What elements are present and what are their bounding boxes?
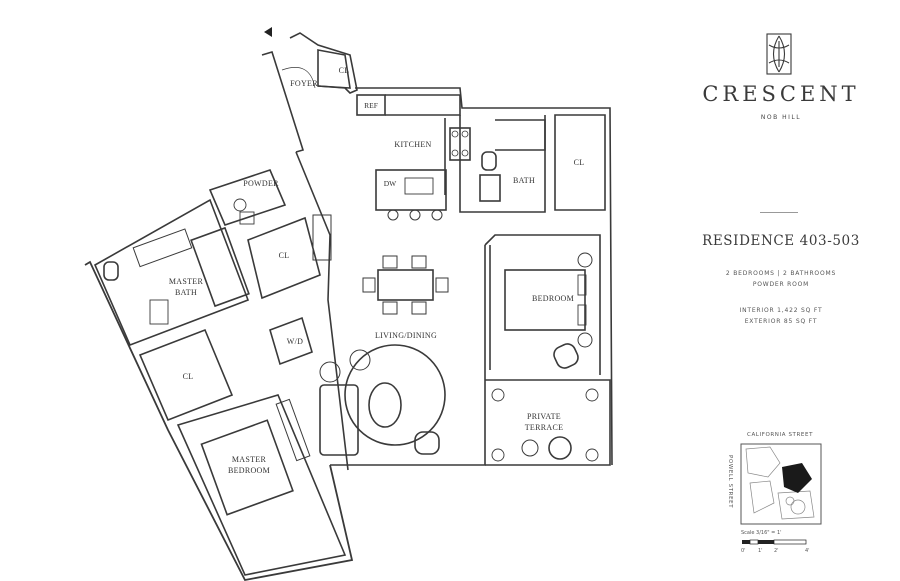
master-closet <box>138 328 234 422</box>
armchair <box>414 431 440 455</box>
label-cl-bath: CL <box>574 158 585 167</box>
powder-room <box>208 169 287 226</box>
dining-table <box>377 269 434 301</box>
label-ref: REF <box>364 101 378 110</box>
kitchen-counter-top <box>385 94 461 116</box>
label-kitchen: KITCHEN <box>394 140 431 149</box>
brand-name: CRESCENT <box>702 82 860 106</box>
foyer-door <box>281 67 316 89</box>
label-dw: DW <box>384 179 397 188</box>
interior-wall-diagonal <box>295 151 349 471</box>
terrace-table <box>548 436 572 460</box>
label-master-bath-1: MASTER <box>169 277 204 286</box>
scale-label: Scale 3/16" = 1' <box>741 530 782 536</box>
label-master-bedroom-2: BEDROOM <box>228 466 270 475</box>
scale-bar <box>742 539 807 545</box>
kitchen-wall-top <box>355 87 613 466</box>
bedroom-wall <box>484 234 601 375</box>
label-foyer: FOYER <box>290 79 318 88</box>
label-living-dining: LIVING/DINING <box>375 331 437 340</box>
tub <box>190 226 250 308</box>
bath-wall <box>459 115 546 213</box>
bedroom-chair <box>553 343 579 369</box>
label-powder: POWDER <box>243 179 279 188</box>
residence-interior: INTERIOR 1,422 SQ FT <box>739 307 823 314</box>
unit-highlight <box>782 463 812 493</box>
exterior-wall <box>84 260 354 581</box>
scale-tick-1: 1' <box>758 548 763 554</box>
entry-arrow <box>264 27 272 37</box>
label-master-bath-2: BATH <box>175 288 197 297</box>
toilet-bath <box>481 151 497 171</box>
scale-tick-0: 0' <box>741 548 746 554</box>
sofa <box>319 384 359 456</box>
scale-tick-4: 4' <box>805 548 810 554</box>
label-cl-master: CL <box>183 372 194 381</box>
bed <box>504 269 586 331</box>
divider <box>760 212 798 213</box>
floor-plan: FOYER CL REF KITCHEN DW POWDER BATH CL M… <box>84 27 613 581</box>
bath-shower <box>495 119 546 151</box>
scale-tick-2: 2' <box>774 548 779 554</box>
label-bedroom: BEDROOM <box>532 294 574 303</box>
coffee-table <box>368 382 402 428</box>
label-terrace-1: PRIVATE <box>527 412 561 421</box>
bath-vanity <box>479 174 501 202</box>
area-rug <box>344 344 446 446</box>
residence-exterior: EXTERIOR 85 SQ FT <box>744 318 818 325</box>
foyer-wall <box>289 32 358 94</box>
kitchen-island <box>375 169 447 211</box>
label-master-bedroom-1: MASTER <box>232 455 267 464</box>
residence-rooms: 2 BEDROOMS | 2 BATHROOMS <box>725 270 837 277</box>
crescent-logo-icon <box>766 33 792 75</box>
terrace-wall <box>485 379 611 466</box>
foyer-closet <box>317 49 351 89</box>
street-california: CALIFORNIA STREET <box>747 432 814 438</box>
residence-title: RESIDENCE 403-503 <box>702 233 860 249</box>
master-bath-wall <box>93 198 250 347</box>
living-right-wall <box>330 245 486 466</box>
residence-powder: POWDER ROOM <box>752 281 810 288</box>
label-bath: BATH <box>513 176 535 185</box>
location-map <box>740 443 822 525</box>
master-bedroom-wall <box>176 394 347 576</box>
label-cl-mid: CL <box>279 251 290 260</box>
brand-subtitle: NOB HILL <box>760 114 802 121</box>
toilet-master <box>103 261 119 281</box>
bath-closet <box>554 114 606 211</box>
label-cl-foyer: CL <box>339 66 350 75</box>
street-powell: POWELL STREET <box>727 455 733 509</box>
master-bed <box>200 419 294 516</box>
wd-closet <box>269 316 313 366</box>
label-wd: W/D <box>287 337 303 346</box>
label-terrace-2: TERRACE <box>525 423 564 432</box>
ref-box <box>356 94 386 116</box>
foyer-left-wall <box>261 51 305 153</box>
sink <box>404 177 434 195</box>
mid-closet <box>247 216 321 300</box>
